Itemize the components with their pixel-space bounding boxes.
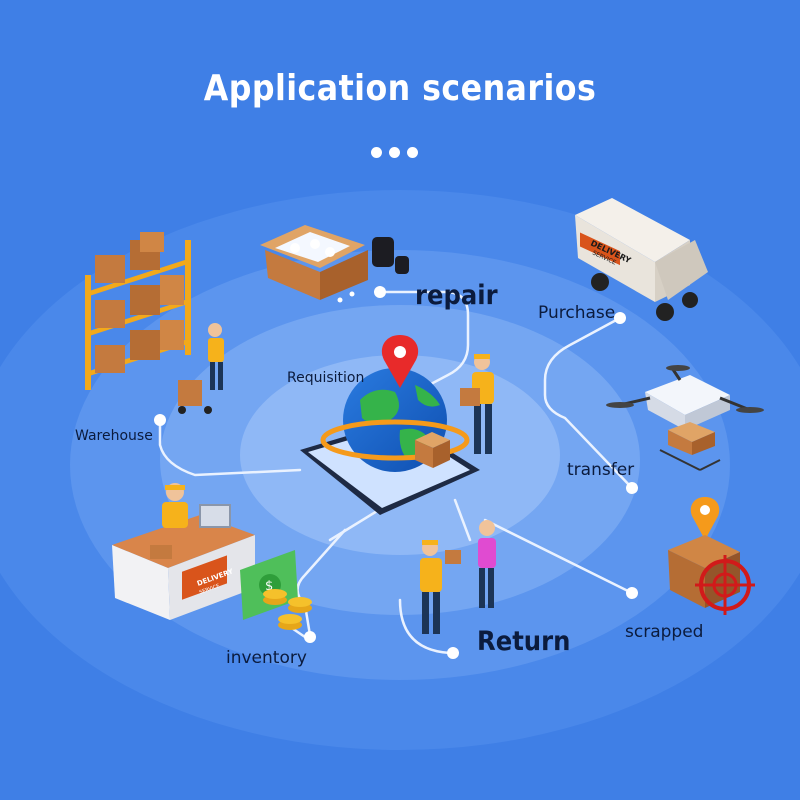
- pagination-dots: [371, 145, 431, 159]
- cash-symbol: $: [265, 579, 273, 594]
- dot-1: [371, 147, 382, 158]
- open-box-icon: [260, 225, 409, 303]
- label-inventory: inventory: [226, 648, 307, 668]
- reception-desk-icon: DELIVERY SERVICE: [112, 483, 255, 620]
- label-warehouse: Warehouse: [75, 428, 153, 444]
- label-scrapped: scrapped: [625, 622, 704, 642]
- label-return: Return: [477, 626, 571, 657]
- courier-person-icon: [460, 354, 494, 454]
- warehouse-shelf-icon: [85, 232, 224, 414]
- label-requisition: Requisition: [287, 370, 365, 386]
- return-people-icon: [420, 520, 496, 634]
- scrapped-box-target-icon: [668, 497, 755, 615]
- drone-icon: [606, 365, 764, 471]
- connector-nodes: [154, 286, 638, 659]
- label-transfer: transfer: [567, 460, 635, 480]
- page-title: Application scenarios: [203, 68, 597, 109]
- delivery-van-icon: DELIVERY SERVICE: [575, 198, 708, 321]
- globe-phone-icon: [300, 335, 480, 515]
- connector-lines: [158, 290, 634, 655]
- dot-2: [389, 147, 400, 158]
- label-repair: repair: [415, 280, 498, 311]
- cash-icon: $: [240, 550, 312, 630]
- label-purchase: Purchase: [538, 303, 616, 323]
- dot-3: [407, 147, 418, 158]
